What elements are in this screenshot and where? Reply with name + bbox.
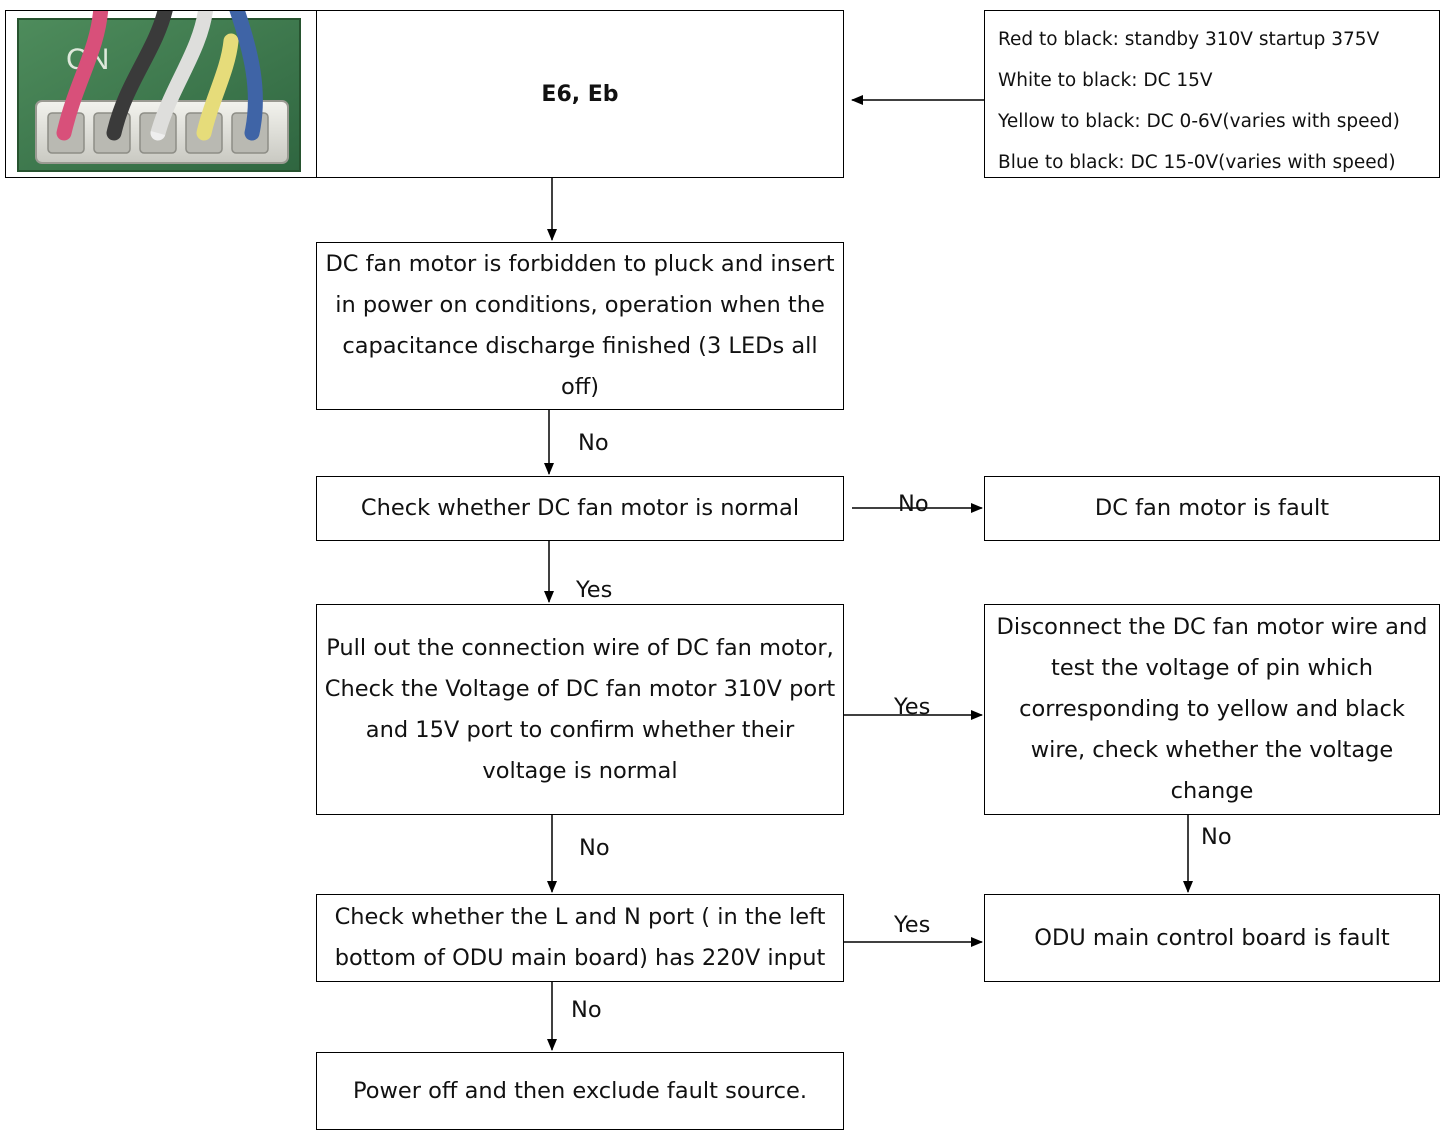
board-fault-text: ODU main control board is fault <box>1034 924 1390 951</box>
label-check-to-voltage: Yes <box>576 577 613 603</box>
test-pin-node: Disconnect the DC fan motor wire and tes… <box>984 604 1440 815</box>
voltage-note-white: White to black: DC 15V <box>998 70 1213 91</box>
test-pin-text: Disconnect the DC fan motor wire and tes… <box>996 614 1428 804</box>
label-voltage-to-input: No <box>579 835 610 861</box>
power-off-node: Power off and then exclude fault source. <box>316 1052 844 1130</box>
voltage-notes-box: Red to black: standby 310V startup 375V … <box>984 10 1440 178</box>
voltage-note-blue: Blue to black: DC 15-0V(varies with spee… <box>998 152 1396 173</box>
red-wire <box>56 0 109 141</box>
warning-node: DC fan motor is forbidden to pluck and i… <box>316 242 844 410</box>
label-input-to-poweroff: No <box>571 997 602 1023</box>
label-warning-to-check: No <box>578 430 609 456</box>
label-test-to-board: No <box>1201 824 1232 850</box>
motor-fault-node: DC fan motor is fault <box>984 476 1440 541</box>
label-voltage-to-test: Yes <box>894 694 931 720</box>
connector-photo: CN <box>5 0 317 178</box>
check-input-node: Check whether the L and N port ( in the … <box>316 894 844 982</box>
label-check-to-fault: No <box>898 491 929 517</box>
error-code-text: E6, Eb <box>541 81 619 107</box>
check-motor-text: Check whether DC fan motor is normal <box>360 495 800 521</box>
black-wire <box>106 0 174 141</box>
check-voltage-node: Pull out the connection wire of DC fan m… <box>316 604 844 815</box>
motor-fault-text: DC fan motor is fault <box>1094 495 1330 521</box>
white-wire <box>150 0 214 141</box>
warning-text: DC fan motor is forbidden to pluck and i… <box>325 251 835 400</box>
voltage-note-red: Red to black: standby 310V startup 375V <box>998 29 1380 50</box>
voltage-note-yellow: Yellow to black: DC 0-6V(varies with spe… <box>998 111 1400 132</box>
label-input-to-board: Yes <box>894 912 931 938</box>
connector-illustration: CN <box>17 0 301 172</box>
board-fault-node: ODU main control board is fault <box>984 894 1440 982</box>
check-input-text: Check whether the L and N port ( in the … <box>334 904 826 971</box>
power-off-text: Power off and then exclude fault source. <box>352 1077 807 1104</box>
check-motor-node: Check whether DC fan motor is normal <box>316 476 844 541</box>
error-code-node: E6, Eb <box>316 10 844 178</box>
blue-wire <box>228 0 263 141</box>
yellow-wire <box>196 33 239 141</box>
check-voltage-text: Pull out the connection wire of DC fan m… <box>324 634 836 784</box>
